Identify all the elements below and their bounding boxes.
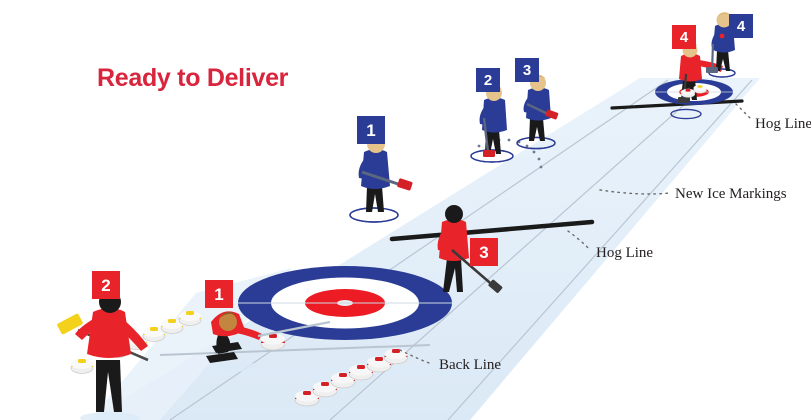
leader-far-hog-line	[735, 103, 753, 121]
stone-rack-red	[294, 348, 408, 407]
badge-blue-4[interactable]: 4	[729, 14, 753, 38]
annotation-leaders	[399, 103, 753, 365]
side-line-left	[169, 79, 669, 420]
ice-marking-circle	[670, 108, 702, 120]
badge-blue-1[interactable]: 1	[357, 116, 385, 144]
side-line-right	[447, 79, 753, 420]
badge-blue-3[interactable]: 3	[515, 58, 539, 82]
leader-ice-markings	[599, 189, 671, 195]
annotation-hog-line-far: Hog Line	[755, 116, 811, 132]
near-hog-line	[389, 219, 595, 242]
player-red-hogline	[437, 205, 503, 293]
annotation-back-line: Back Line	[439, 357, 502, 373]
ice-sheet	[90, 78, 760, 420]
back-line	[159, 344, 431, 356]
badge-red-2[interactable]: 2	[92, 271, 120, 299]
badge-red-4[interactable]: 4	[672, 25, 696, 49]
stones-in-far-house	[680, 85, 707, 98]
far-hog-line	[610, 99, 744, 110]
player-blue-mid	[349, 135, 413, 223]
leader-back-line	[399, 349, 433, 365]
badge-blue-2[interactable]: 2	[476, 68, 500, 92]
annotation-hog-line-near: Hog Line	[596, 245, 654, 261]
badge-red-3[interactable]: 3	[470, 238, 498, 266]
annotation-new-ice-markings: New Ice Markings	[675, 186, 787, 202]
player-red-deliverer	[206, 311, 331, 372]
player-red-sweeper	[57, 291, 149, 420]
badge-red-1[interactable]: 1	[205, 280, 233, 308]
player-blue-far-right	[516, 74, 559, 150]
player-blue-far-left	[470, 84, 514, 163]
page-title: Ready to Deliver	[97, 64, 289, 92]
stone-rack-yellow	[70, 311, 202, 374]
stone-in-delivery	[260, 333, 286, 351]
